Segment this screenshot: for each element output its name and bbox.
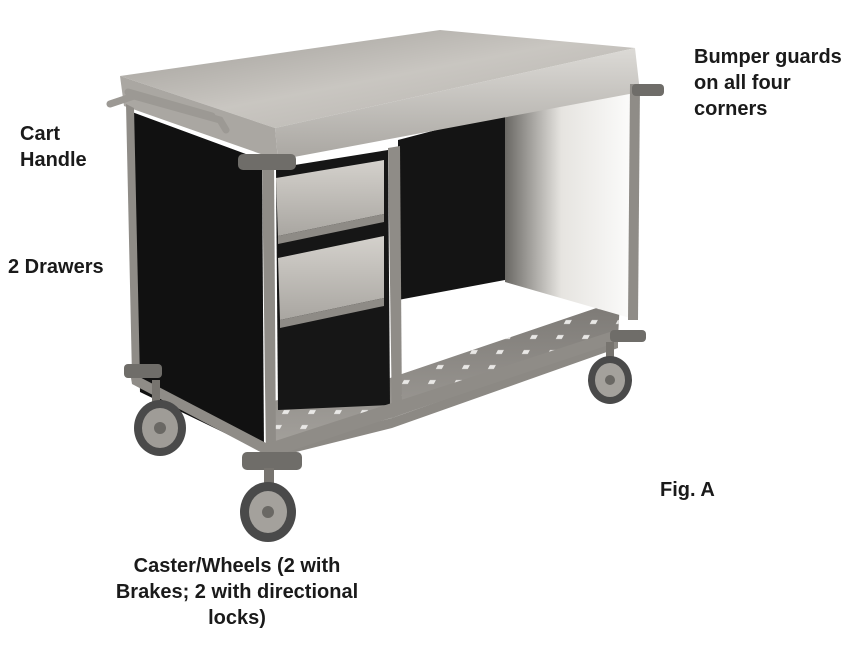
drawers-label: 2 Drawers: [8, 256, 104, 278]
left-side-panel: [132, 112, 264, 452]
caster-wheels-label: Caster/Wheels (2 with Brakes; 2 with dir…: [115, 555, 359, 629]
top-front-edge: [275, 48, 640, 160]
back-panel: [398, 112, 505, 300]
lower-drawer: [278, 236, 384, 328]
cart-handle-label: Cart Handle: [20, 123, 87, 171]
upper-drawer: [276, 160, 384, 244]
bumper-guards: [124, 84, 664, 470]
cart-handle: [106, 88, 230, 134]
frame: [126, 84, 640, 458]
cart-top: [120, 30, 635, 128]
figure-label: Fig. A: [660, 479, 715, 501]
inner-back-wall: [505, 70, 630, 318]
bumper-guards-label: Bumper guards on all four corners: [694, 46, 842, 120]
caster-wheels: [134, 342, 632, 542]
